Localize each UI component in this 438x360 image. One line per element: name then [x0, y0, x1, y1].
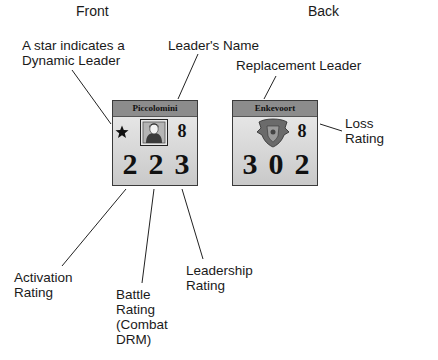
leader-portrait: [140, 119, 168, 146]
band-name: Piccolomini: [113, 101, 197, 116]
rating-digit: 3: [170, 147, 194, 181]
callout-label: A star indicates a Dynamic Leader: [22, 38, 142, 68]
leader-line: [182, 189, 203, 259]
callout-label: Battle Rating (Combat DRM): [116, 287, 178, 347]
leader-counter: Piccolomini8223: [112, 100, 198, 186]
leader-line: [62, 189, 126, 266]
leader-line: [142, 189, 154, 283]
rating-digit: 2: [144, 147, 168, 181]
leader-line: [72, 70, 111, 124]
leader-line: [264, 76, 276, 99]
callout-label: Loss Rating: [345, 116, 405, 146]
callout-label: Replacement Leader: [236, 58, 376, 73]
dynamic-star: [115, 125, 129, 139]
loss-rating: 8: [292, 120, 312, 142]
side-heading: Front: [76, 4, 136, 19]
loss-rating: 8: [172, 120, 192, 142]
callout-label: Leadership Rating: [186, 263, 266, 293]
rating-digit: 2: [290, 147, 314, 181]
leader-counter: Enkevoort 8 302: [232, 100, 318, 186]
leader-line: [320, 124, 342, 131]
rating-digit: 3: [238, 147, 262, 181]
rating-digit: 2: [118, 147, 142, 181]
side-heading: Back: [308, 4, 368, 19]
callout-label: Activation Rating: [14, 270, 94, 300]
leader-line: [178, 54, 198, 99]
crest-emblem: [255, 118, 291, 148]
callout-label: Leader's Name: [168, 38, 278, 53]
rating-digit: 0: [264, 147, 288, 181]
band-name: Enkevoort: [233, 101, 317, 116]
